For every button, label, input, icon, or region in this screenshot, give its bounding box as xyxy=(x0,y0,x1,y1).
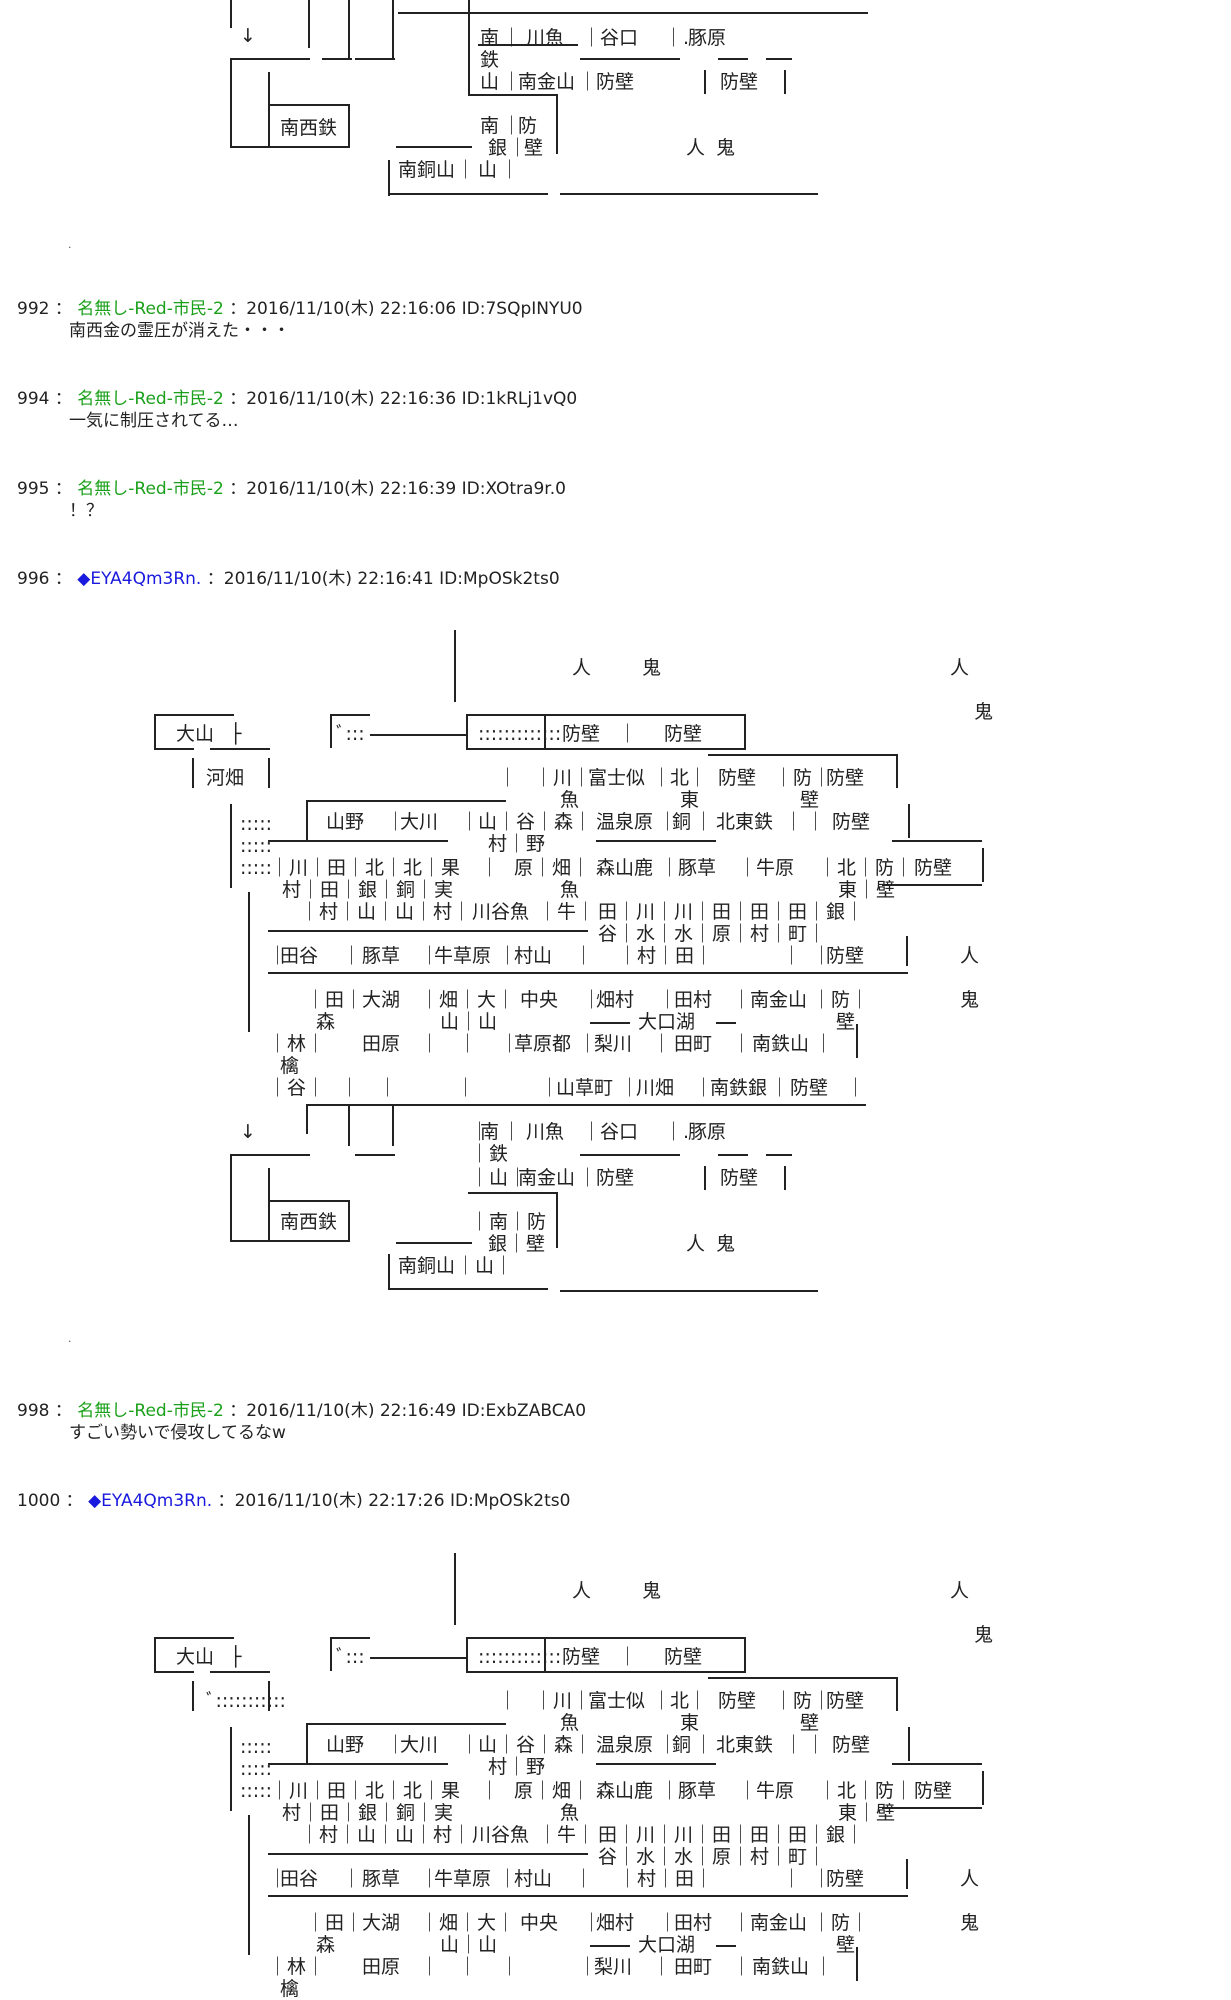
label-nanseitetsu: 南西鉄 xyxy=(280,117,338,139)
poster-name[interactable]: ◆EYA4Qm3Rn. xyxy=(88,1491,213,1511)
poster-name[interactable]: 名無し-Red-市民-2 xyxy=(77,479,224,499)
label-butahara: 豚原 xyxy=(688,27,727,49)
poster-name[interactable]: 名無し-Red-市民-2 xyxy=(77,1401,224,1421)
label-kawauo: 川魚 xyxy=(526,27,565,49)
label-kawabata: 河畑 xyxy=(206,767,245,789)
label-bouheki-1: 防壁 xyxy=(596,71,635,93)
post-994: 994 ： 名無し-Red-市民-2 ：2016/11/10(木) 22:16:… xyxy=(17,389,578,431)
label-taniguchi: 谷口 xyxy=(600,27,639,49)
poster-name[interactable]: 名無し-Red-市民-2 xyxy=(77,389,224,409)
label-bouheki-2: 防壁 xyxy=(720,71,759,93)
label-oyama: 大山 xyxy=(176,723,215,745)
label-oni: 鬼 xyxy=(716,137,736,159)
poster-name[interactable]: ◆EYA4Qm3Rn. xyxy=(77,569,202,589)
post-body: ！？ xyxy=(69,501,103,521)
poster-name[interactable]: 名無し-Red-市民-2 xyxy=(77,299,224,319)
label-nankinzan: 南金山 xyxy=(518,71,576,93)
post-992: 992 ： 名無し-Red-市民-2 ：2016/11/10(木) 22:16:… xyxy=(17,299,583,341)
post-996: 996 ： ◆EYA4Qm3Rn. ：2016/11/10(木) 22:16:4… xyxy=(17,569,560,589)
post-998: 998 ： 名無し-Red-市民-2 ：2016/11/10(木) 22:16:… xyxy=(17,1401,587,1443)
label-minami: 南 xyxy=(480,27,500,49)
post-995: 995 ： 名無し-Red-市民-2 ：2016/11/10(木) 22:16:… xyxy=(17,479,566,521)
post-1000: 1000 ： ◆EYA4Qm3Rn. ：2016/11/10(木) 22:17:… xyxy=(17,1491,571,1511)
post-body: 南西金の霊圧が消えた・・・ xyxy=(69,321,290,341)
post-body: すごい勢いで侵攻してるなw xyxy=(69,1423,286,1443)
post-body: 一気に制圧されてる… xyxy=(69,411,239,431)
label-hito: 人 xyxy=(686,137,706,159)
label-nandouzan: 南銅山 xyxy=(398,159,456,181)
